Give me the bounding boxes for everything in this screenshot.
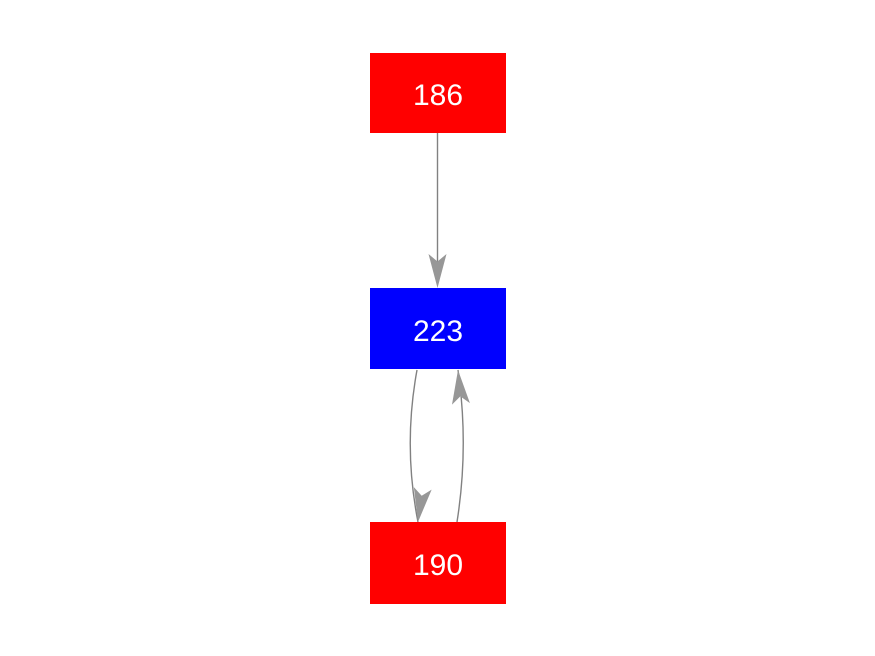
node-label: 223 (412, 314, 464, 348)
graph-node-223[interactable]: 223 (370, 288, 506, 369)
graph-node-186[interactable]: 186 (370, 53, 506, 133)
node-label: 186 (412, 79, 464, 112)
node-label: 190 (412, 549, 464, 582)
edge-186-to-223 (428, 133, 447, 288)
arrowhead-up-icon (451, 370, 470, 405)
edge-190-to-223 (451, 369, 470, 523)
edge-line (456, 369, 464, 523)
arrowhead-down-icon (428, 254, 447, 288)
graph-node-190[interactable]: 190 (370, 522, 506, 604)
edge-223-to-190 (409, 369, 432, 523)
edge-line (409, 369, 419, 523)
arrowhead-down-icon (413, 487, 432, 522)
